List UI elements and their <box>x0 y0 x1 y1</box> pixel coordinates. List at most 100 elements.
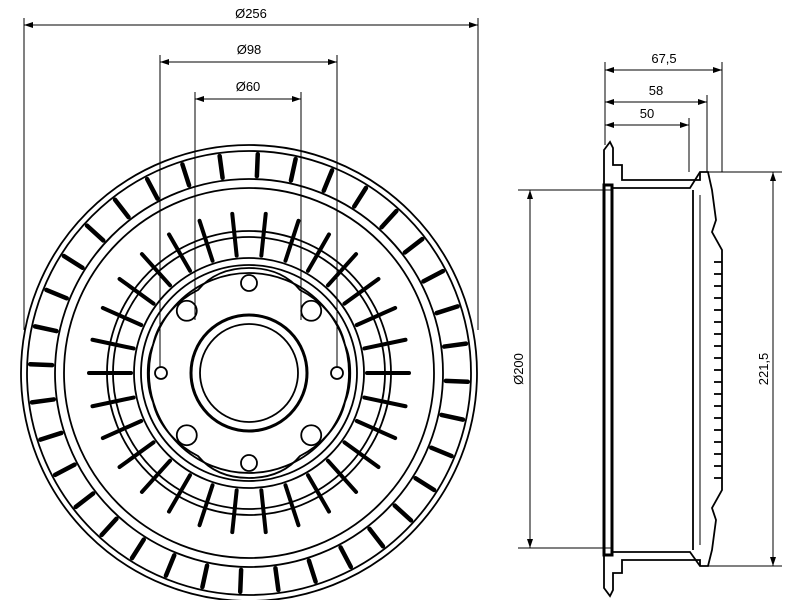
drum-face-plate <box>602 183 614 557</box>
outer-rib <box>112 197 131 220</box>
outer-rib <box>52 462 77 478</box>
outer-rib <box>443 378 471 385</box>
inner-rib <box>167 232 192 273</box>
inner-rib <box>197 218 215 263</box>
outer-rib <box>32 324 59 334</box>
hub-plate <box>146 267 352 479</box>
drum-outer-edge-2 <box>26 150 472 596</box>
dim-inner-diameter: Ø200 <box>511 189 612 549</box>
pin-holes <box>154 274 344 472</box>
inner-rib <box>354 418 398 441</box>
inner-rib <box>283 483 301 528</box>
inner-rib <box>139 252 173 288</box>
outer-rib <box>306 558 318 584</box>
inner-rib <box>342 440 381 470</box>
bolt-hole <box>300 424 323 447</box>
inner-rib <box>90 395 136 409</box>
outer-rib <box>321 168 335 193</box>
dim-inner-diameter-label: Ø200 <box>511 353 526 385</box>
dim-outer-height: 221,5 <box>700 171 782 567</box>
drum-bottom-lip <box>603 555 701 598</box>
dim-width-mid-label: 58 <box>649 83 663 98</box>
drum-fin-ring <box>54 178 444 568</box>
side-fins <box>714 261 722 479</box>
front-view: Ø256 Ø98 Ø60 <box>20 6 479 600</box>
outer-rib <box>288 156 298 183</box>
inner-rib <box>325 252 359 288</box>
inner-rib <box>100 305 144 328</box>
inner-rib <box>306 473 331 514</box>
outer-rib <box>38 430 64 442</box>
inner-rib <box>362 395 408 409</box>
bolt-holes <box>175 299 323 447</box>
drum-outer-wall <box>612 171 723 567</box>
inner-rib <box>90 337 136 351</box>
side-view: 67,5 58 50 Ø200 <box>511 51 782 598</box>
outer-rib <box>129 537 147 561</box>
inner-rib <box>139 458 173 494</box>
outer-rib <box>402 236 425 255</box>
outer-rib <box>367 526 386 549</box>
outer-rib <box>29 397 57 405</box>
pin-hole-right <box>330 366 344 380</box>
dim-outer-diameter-label: Ø256 <box>235 6 267 21</box>
outer-rib <box>73 491 96 510</box>
outer-rib <box>434 304 460 316</box>
outer-rib <box>61 253 85 271</box>
inner-rib <box>167 473 192 514</box>
bolt-hole <box>175 299 198 322</box>
inner-rib <box>197 483 215 528</box>
outer-rib <box>254 151 261 179</box>
inner-rib <box>362 337 408 351</box>
outer-rib <box>441 341 469 349</box>
dim-center-bore-label: Ø60 <box>236 79 261 94</box>
outer-rib <box>237 567 244 595</box>
drum-hub-ring-2 <box>112 236 386 510</box>
outer-rib <box>217 153 225 181</box>
inner-rib <box>325 458 359 494</box>
drum-outer-edge <box>20 144 478 600</box>
outer-rib <box>84 223 106 243</box>
outer-rib <box>413 475 437 493</box>
inner-rib <box>100 418 144 441</box>
outer-rib <box>163 553 177 578</box>
outer-rib <box>351 185 369 209</box>
drum-fin-ring-2 <box>63 187 435 559</box>
bolt-hole <box>175 424 198 447</box>
outer-rib <box>392 503 414 523</box>
hub-flange-outer <box>133 257 365 489</box>
inner-rib <box>283 218 301 263</box>
outer-rib <box>421 268 446 284</box>
inner-rib <box>230 211 239 258</box>
drum-profile <box>602 140 723 598</box>
inner-rib <box>117 440 156 470</box>
outer-rib <box>439 412 466 422</box>
dim-center-bore: Ø60 <box>194 79 302 320</box>
dim-width-inner-label: 50 <box>640 106 654 121</box>
inner-cooling-ribs <box>87 211 411 535</box>
center-bore <box>199 323 299 423</box>
dim-pcd-label: Ø98 <box>237 42 262 57</box>
dim-width-mid: 58 <box>605 83 708 172</box>
outer-rib <box>44 287 69 301</box>
outer-rib <box>180 162 192 188</box>
outer-rib <box>273 565 281 593</box>
dim-pcd: Ø98 <box>159 42 338 368</box>
inner-rib <box>354 305 398 328</box>
outer-rib <box>200 563 210 590</box>
center-bore-outer <box>189 313 309 433</box>
dim-outer-diameter: Ø256 <box>23 6 479 330</box>
dim-width-total-label: 67,5 <box>651 51 676 66</box>
outer-cooling-ribs <box>27 151 471 595</box>
dim-outer-height-label: 221,5 <box>756 353 771 386</box>
outer-rib <box>99 516 119 538</box>
bolt-hole <box>300 299 323 322</box>
outer-rib <box>429 445 454 459</box>
outer-rib <box>338 545 354 570</box>
inner-rib <box>306 232 331 273</box>
dim-width-inner: 50 <box>605 106 690 172</box>
inner-rib <box>230 488 239 535</box>
outer-rib <box>144 176 160 201</box>
inner-rib <box>342 276 381 306</box>
